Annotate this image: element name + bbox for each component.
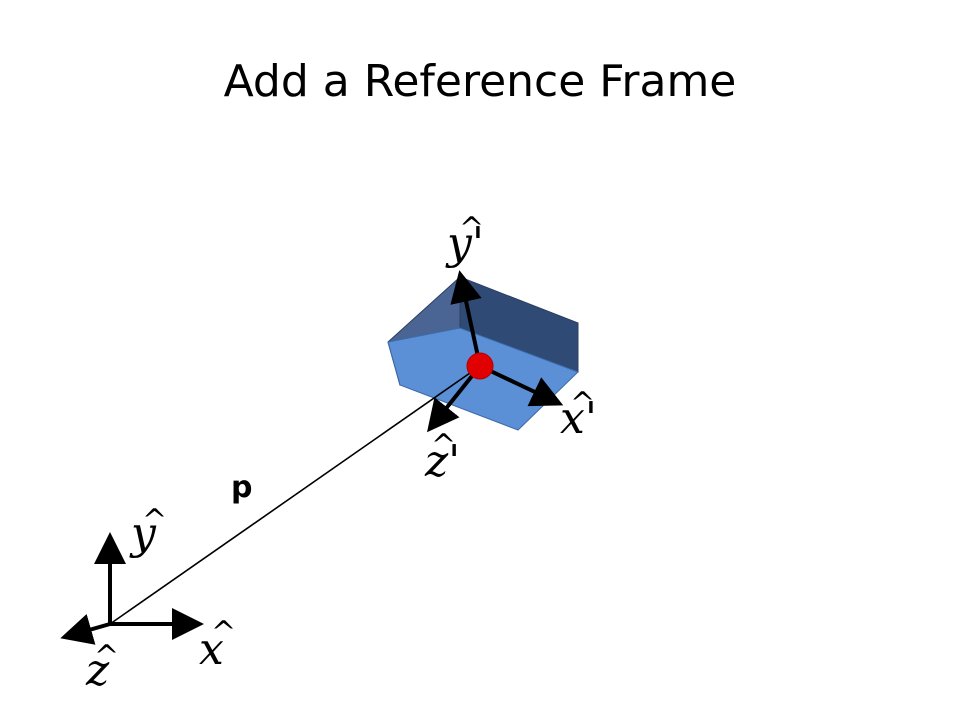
label-local-y-text: y' xyxy=(445,218,484,269)
hat-symbol: ^ xyxy=(570,386,595,421)
local-x-axis xyxy=(479,364,564,407)
label-local-x-text: x' xyxy=(560,393,597,444)
label-world-y-text: y xyxy=(129,508,157,559)
hat-symbol: ^ xyxy=(94,639,119,674)
local-origin-marker xyxy=(466,352,494,380)
box-edge-left xyxy=(387,341,401,386)
label-world-z-text: z xyxy=(85,645,110,696)
label-world-x-text: x xyxy=(199,624,224,675)
label-local-y: ^ y' xyxy=(445,211,484,269)
world-frame-axes xyxy=(60,532,204,645)
position-vector-p xyxy=(109,365,481,625)
hat-symbol: ^ xyxy=(142,503,167,538)
slide-title: Add a Reference Frame xyxy=(223,56,737,107)
label-local-x: ^ x' xyxy=(560,386,597,444)
hat-symbol: ^ xyxy=(459,211,484,246)
label-local-z: ^ z' xyxy=(424,428,460,487)
local-y-axis xyxy=(450,270,482,367)
label-local-z-text: z' xyxy=(424,436,460,487)
label-world-z: ^ z xyxy=(85,639,119,696)
label-world-x: ^ x xyxy=(199,615,236,675)
label-world-y: ^ y xyxy=(129,503,167,559)
vector-label-p: p xyxy=(231,470,252,505)
hat-symbol: ^ xyxy=(211,615,236,650)
world-z-axis xyxy=(60,614,111,645)
hat-symbol: ^ xyxy=(431,428,456,463)
